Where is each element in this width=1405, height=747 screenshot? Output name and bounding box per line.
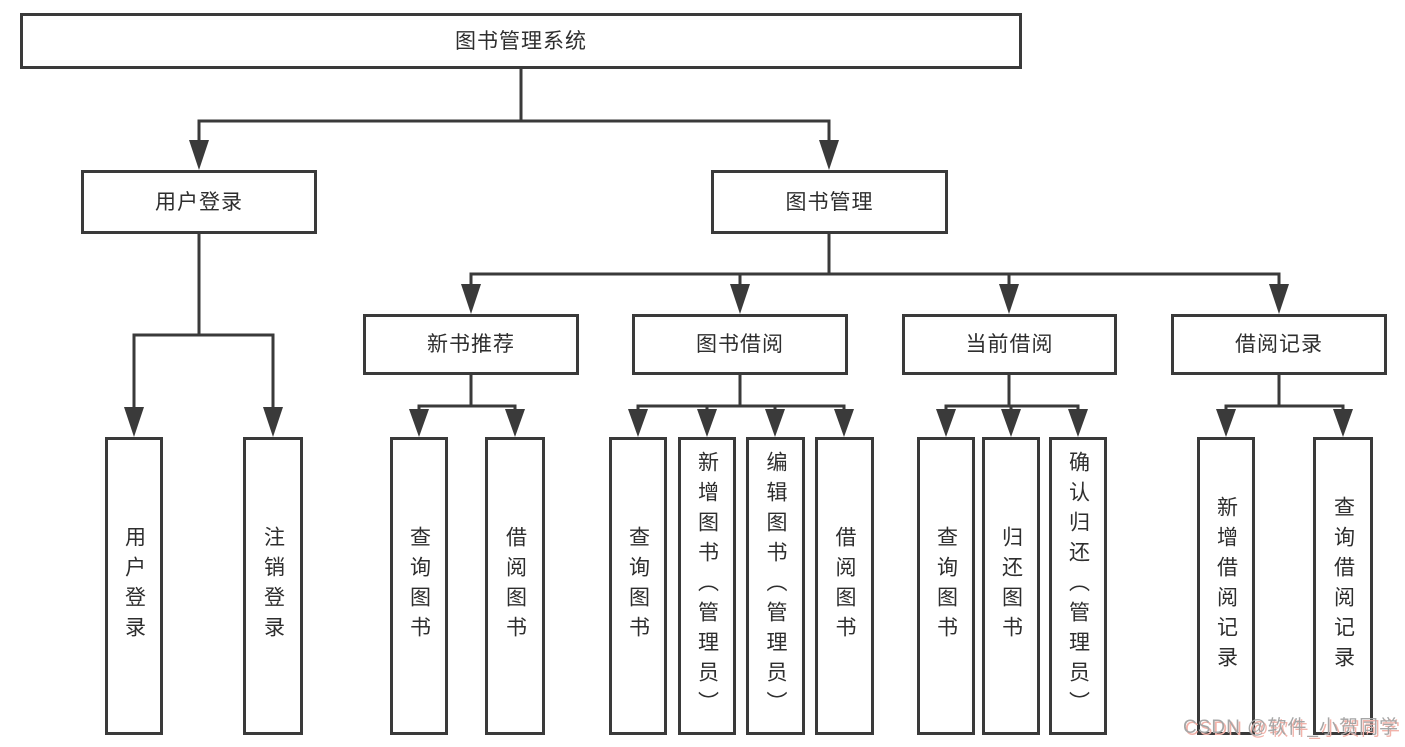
connector-new-books (409, 375, 525, 437)
node-borrowing-records: 借阅记录 (1171, 314, 1387, 375)
node-leaf-return-books: 归还图书 (982, 437, 1040, 735)
connector-borrow-records (1216, 375, 1353, 437)
connector-root (189, 69, 839, 170)
node-leaf-logout: 注销登录 (243, 437, 303, 735)
node-leaf-borrow-books-1: 借阅图书 (485, 437, 545, 735)
node-leaf-add-books-admin: 新增图书（管理员） (678, 437, 736, 735)
connector-user-login (124, 234, 283, 437)
node-user-login: 用户登录 (81, 170, 317, 234)
node-leaf-add-borrow-record: 新增借阅记录 (1197, 437, 1255, 735)
node-book-borrowing: 图书借阅 (632, 314, 848, 375)
node-library-management-system: 图书管理系统 (20, 13, 1022, 69)
node-leaf-query-borrow-record: 查询借阅记录 (1313, 437, 1373, 735)
node-leaf-query-books-3: 查询图书 (917, 437, 975, 735)
node-book-management: 图书管理 (711, 170, 948, 234)
node-leaf-query-books-2: 查询图书 (609, 437, 667, 735)
csdn-watermark: CSDN @软件_小贺同学 (1183, 717, 1399, 738)
node-leaf-borrow-books-2: 借阅图书 (815, 437, 874, 735)
node-leaf-edit-books-admin: 编辑图书（管理员） (746, 437, 805, 735)
node-leaf-confirm-return-admin: 确认归还（管理员） (1049, 437, 1107, 735)
connector-current-borrow (936, 375, 1088, 437)
node-current-borrowing: 当前借阅 (902, 314, 1117, 375)
node-leaf-query-books-1: 查询图书 (390, 437, 448, 735)
connector-book-borrow (628, 375, 854, 437)
node-new-book-recommendation: 新书推荐 (363, 314, 579, 375)
node-leaf-user-login: 用户登录 (105, 437, 163, 735)
connector-book-management (461, 234, 1289, 314)
